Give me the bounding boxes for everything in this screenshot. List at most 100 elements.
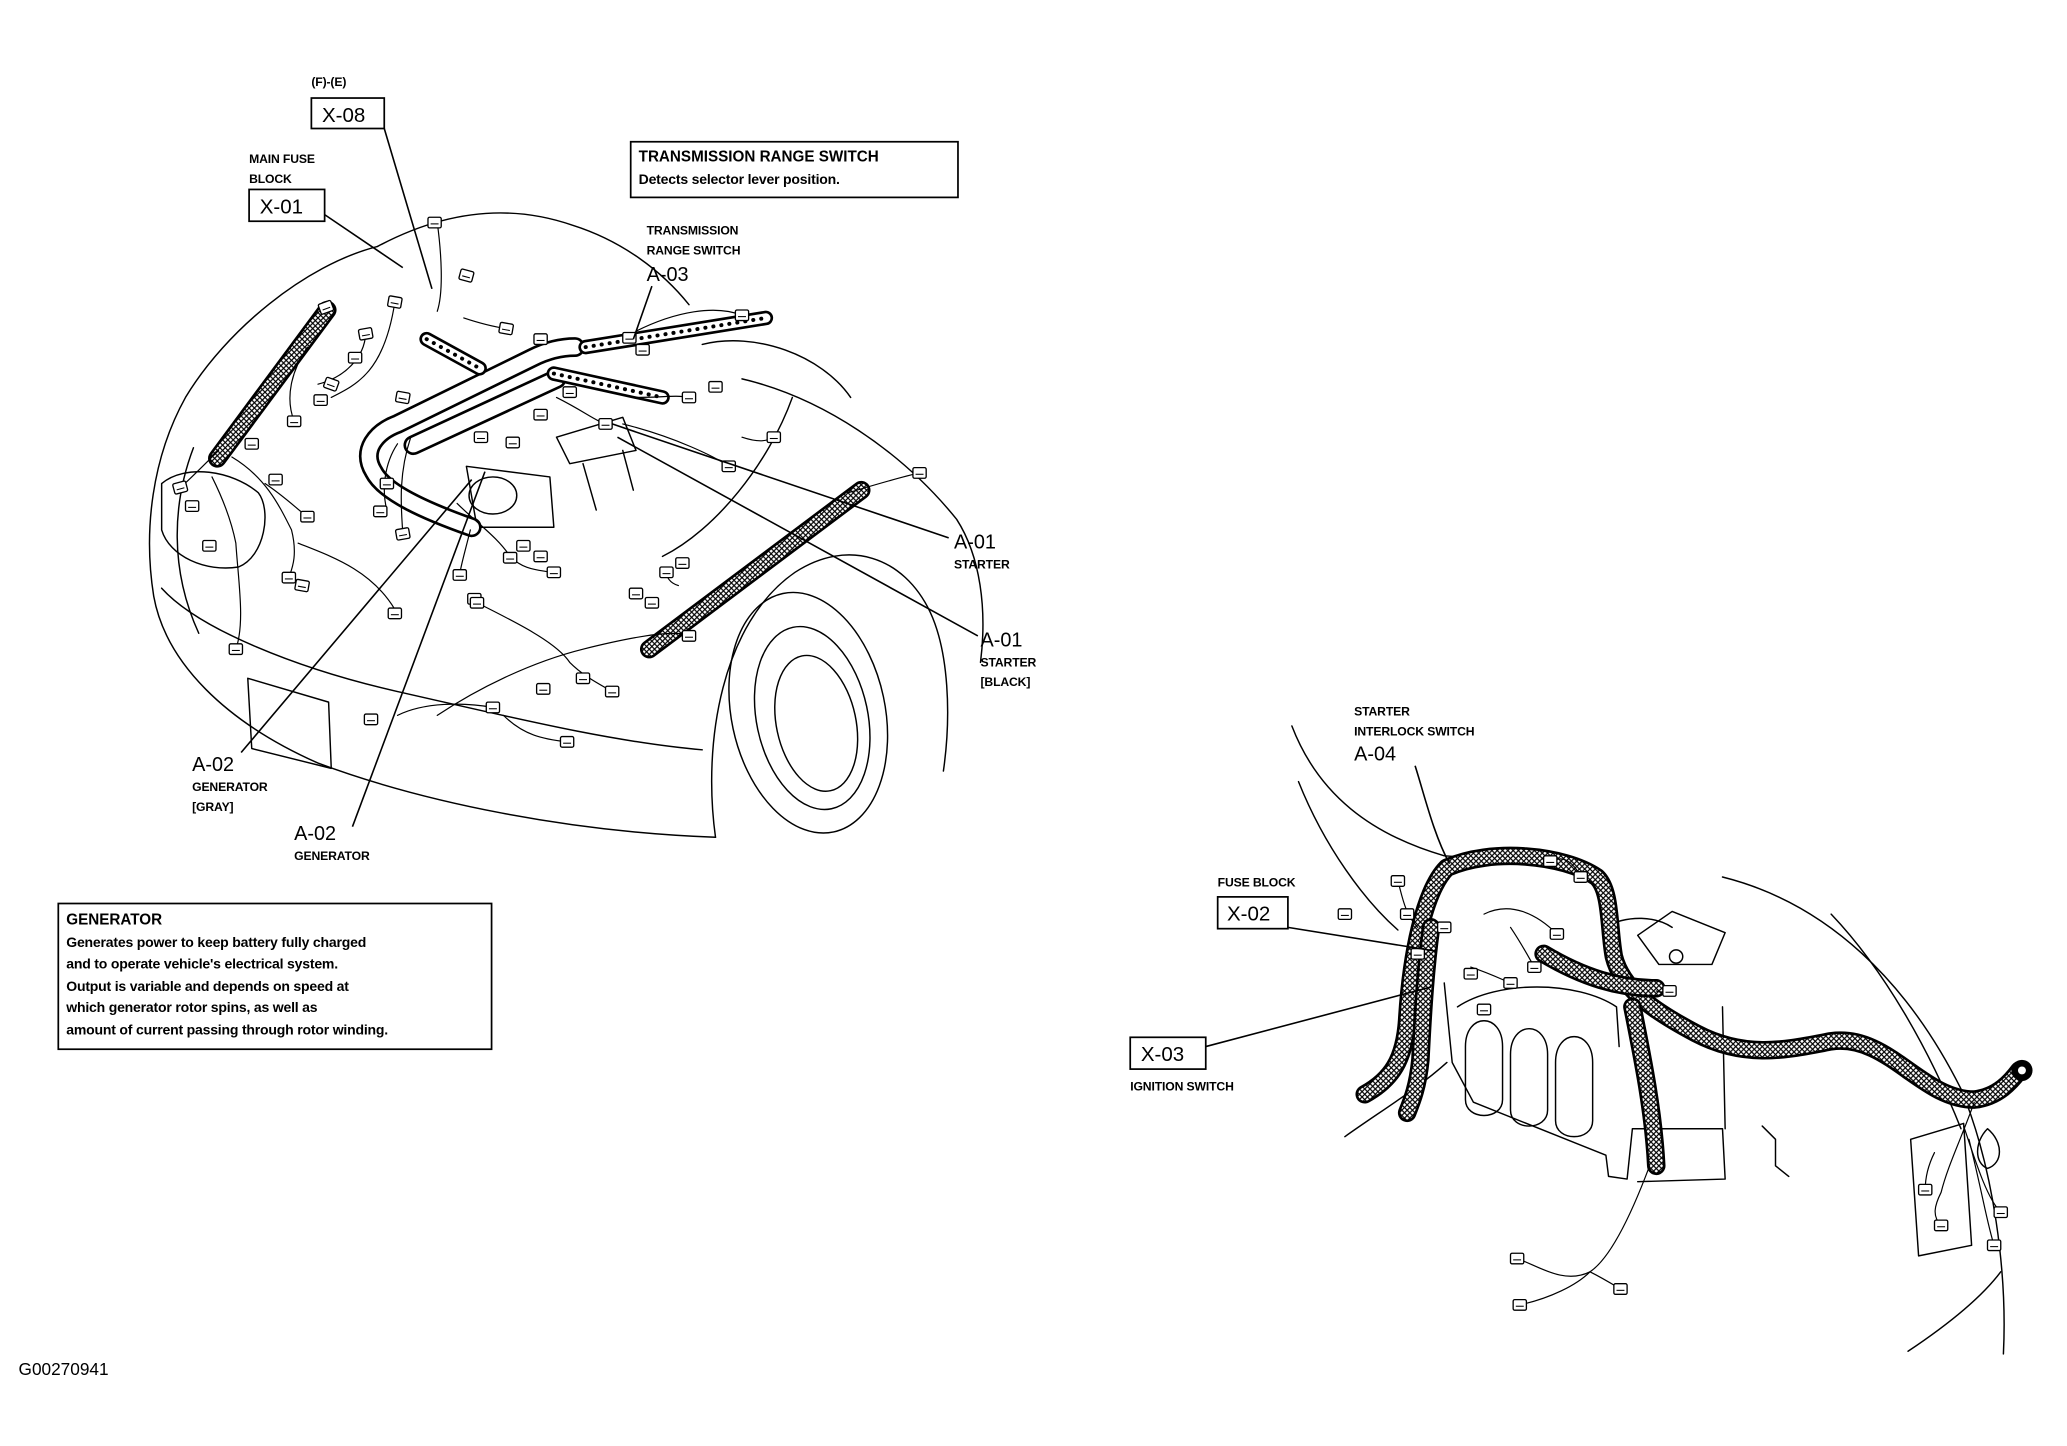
hood-front-edge (376, 212, 690, 306)
connector-body (1512, 1298, 1528, 1311)
a03-name-line2: RANGE SWITCH (647, 243, 741, 257)
connector (452, 568, 468, 581)
connector-body (1337, 908, 1353, 921)
callout-x02: FUSE BLOCK X-02 (1216, 875, 1296, 930)
connector-body (372, 505, 388, 518)
figure-id: G00270941 (19, 1359, 109, 1379)
connector-body (1436, 921, 1452, 934)
leader-a04 (1414, 765, 1451, 865)
connector (533, 408, 548, 421)
connector (394, 390, 411, 405)
cowl-line (1344, 1061, 1448, 1138)
engine-block-outline (465, 465, 555, 528)
connector (1399, 908, 1415, 921)
connector-body (546, 566, 562, 579)
wire (211, 476, 242, 650)
connector-body (1399, 908, 1415, 921)
info-box-description: Detects selector lever position. (639, 171, 840, 187)
x03-code: X-03 (1141, 1043, 1184, 1066)
connector-body (622, 331, 637, 344)
connector (1337, 908, 1353, 921)
car-body-outline (148, 245, 717, 838)
connector-latch (398, 397, 407, 400)
connector (228, 643, 244, 656)
connector-body (387, 607, 403, 620)
info-box-transmission-range-switch: TRANSMISSION RANGE SWITCH Detects select… (629, 140, 959, 199)
fender-arch (710, 554, 949, 838)
callout-a02-generator: A-02 GENERATOR (294, 823, 370, 863)
a01-color: [BLACK] (981, 675, 1031, 689)
connector (559, 735, 575, 748)
info-box-frame (57, 902, 493, 1051)
callout-a03: TRANSMISSION RANGE SWITCH A-03 (647, 223, 741, 285)
connector (184, 500, 200, 513)
connector-body (1509, 1252, 1525, 1265)
connector-body (347, 351, 363, 364)
terminal (1668, 949, 1684, 964)
front-tire (728, 591, 889, 834)
a02-name: GENERATOR (192, 780, 268, 794)
connector (498, 321, 515, 336)
connector-body (675, 557, 690, 569)
connector-body (1993, 1206, 2009, 1219)
license-plate (247, 677, 332, 770)
wire (1968, 1138, 1995, 1246)
connector-body (184, 500, 200, 513)
connector-body (575, 672, 591, 685)
connector (286, 415, 302, 428)
connector (347, 351, 363, 364)
connector-body (1476, 1003, 1492, 1016)
connector-body (502, 551, 518, 564)
connector-latch (390, 302, 399, 305)
connector-body (766, 431, 782, 444)
connector (386, 295, 403, 309)
connector (575, 672, 591, 685)
connector (473, 431, 489, 444)
wire (396, 703, 494, 716)
connector-body (357, 327, 374, 341)
x03-name: IGNITION SWITCH (1130, 1079, 1234, 1093)
grommet-hole (2017, 1066, 2026, 1075)
info-box-generator: GENERATOR Generates power to keep batter… (57, 902, 493, 1051)
headlight-outline (160, 471, 266, 569)
connector-body (912, 466, 927, 479)
info-box-line: Output is variable and depends on speed … (66, 978, 349, 994)
connector-body (604, 685, 620, 698)
connector (533, 550, 548, 563)
leader-x03 (1205, 986, 1432, 1048)
connector-body (244, 437, 260, 450)
connector-body (268, 473, 283, 486)
leader-a02-generator-gray (240, 479, 473, 753)
connector (502, 551, 518, 564)
body-lower-right (1907, 1271, 2002, 1353)
leader-x02 (1287, 926, 1437, 952)
leader-x01 (324, 213, 404, 269)
connector-body (469, 596, 485, 609)
connector-body (708, 380, 723, 393)
x08-code-box (310, 97, 386, 130)
connector (1542, 855, 1558, 868)
connector-body (1933, 1219, 1949, 1232)
connector (313, 394, 328, 407)
wheel-hub (774, 654, 859, 792)
connector (458, 268, 475, 283)
x02-name: FUSE BLOCK (1218, 875, 1296, 889)
connector-latch (399, 533, 408, 537)
wire (297, 542, 396, 610)
wire (436, 632, 690, 716)
connector-body (281, 571, 297, 584)
x01-code: X-01 (260, 195, 303, 218)
connector-body (598, 417, 613, 430)
connector (535, 682, 551, 695)
info-box-title: TRANSMISSION RANGE SWITCH (639, 149, 879, 166)
connector-body (535, 682, 551, 695)
connector-body (172, 480, 189, 495)
connector (628, 587, 644, 600)
wire (1934, 1101, 1975, 1227)
a02-code: A-02 (294, 823, 336, 845)
connector-body (1390, 875, 1406, 887)
grille-line (176, 447, 200, 634)
connector-body (533, 333, 548, 346)
connector (1436, 921, 1452, 934)
connector (562, 386, 578, 399)
